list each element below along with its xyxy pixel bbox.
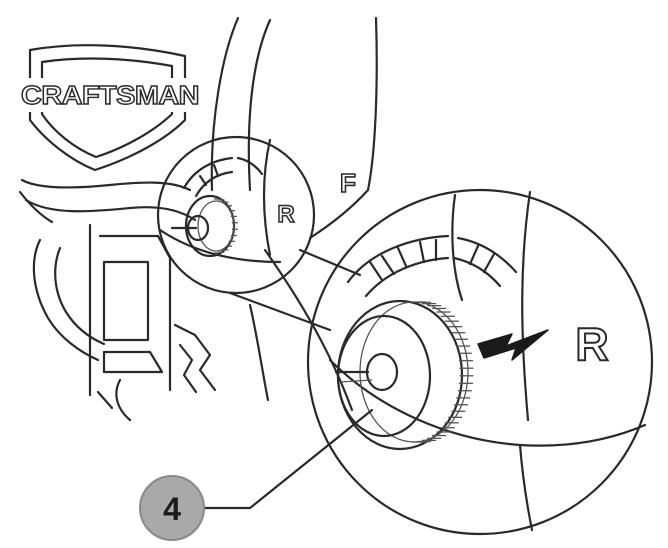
reverse-label-large: R (575, 318, 608, 370)
magnify-connector-top (298, 248, 362, 277)
callout-number: 4 (163, 491, 181, 527)
forward-label: F (340, 168, 356, 198)
large-detail-circle: R (306, 188, 654, 536)
callout-badge (139, 475, 205, 541)
brand-badge: CRAFTSMAN (18, 44, 202, 172)
small-detail-circle: R (156, 135, 316, 295)
callout: 4 (139, 408, 374, 541)
arrow-left-icon (477, 329, 549, 361)
reverse-label-small: R (277, 201, 294, 228)
brand-logo-text: CRAFTSMAN (21, 80, 199, 110)
